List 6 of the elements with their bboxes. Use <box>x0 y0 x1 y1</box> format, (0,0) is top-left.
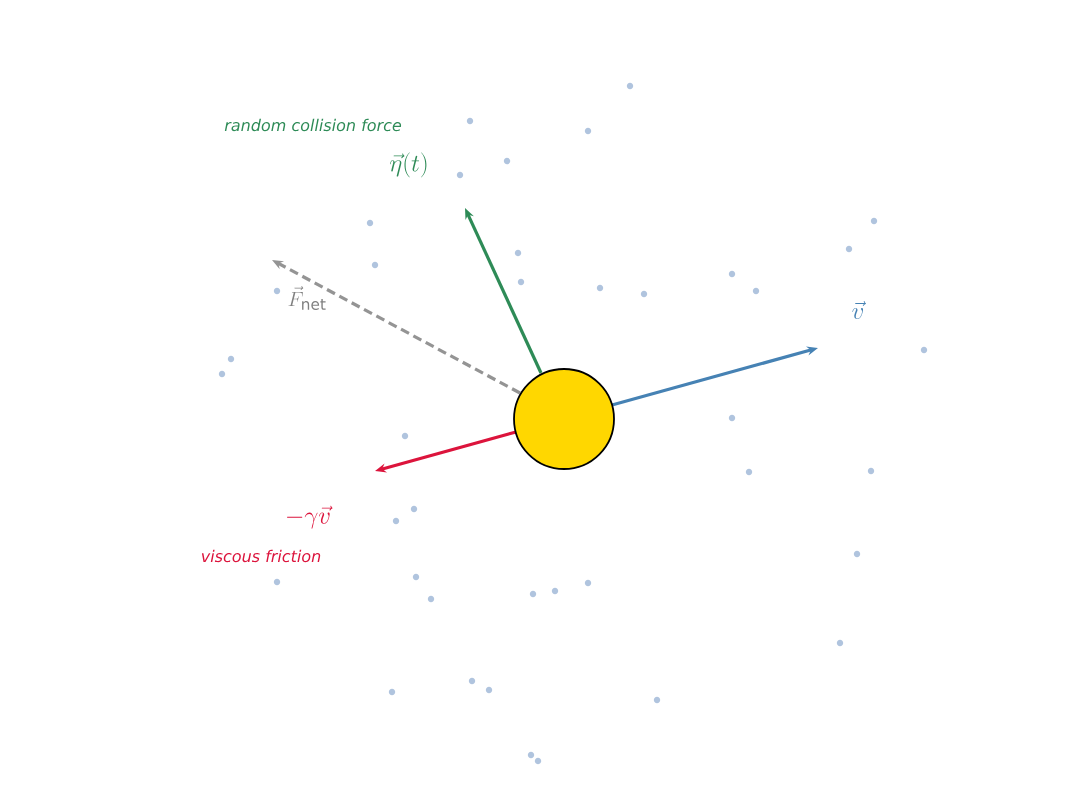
force-symbol: $\vec{F}_{\mathrm{net}}$ <box>288 286 326 310</box>
force-caption: random collision force <box>224 118 402 132</box>
force-symbol: $\vec{v}$ <box>852 301 866 320</box>
force-symbol: $\vec{\eta}(t)$ <box>390 152 427 178</box>
force-symbol: $-\gamma\vec{v}$ <box>287 505 333 529</box>
force-caption: viscous friction <box>201 549 321 563</box>
